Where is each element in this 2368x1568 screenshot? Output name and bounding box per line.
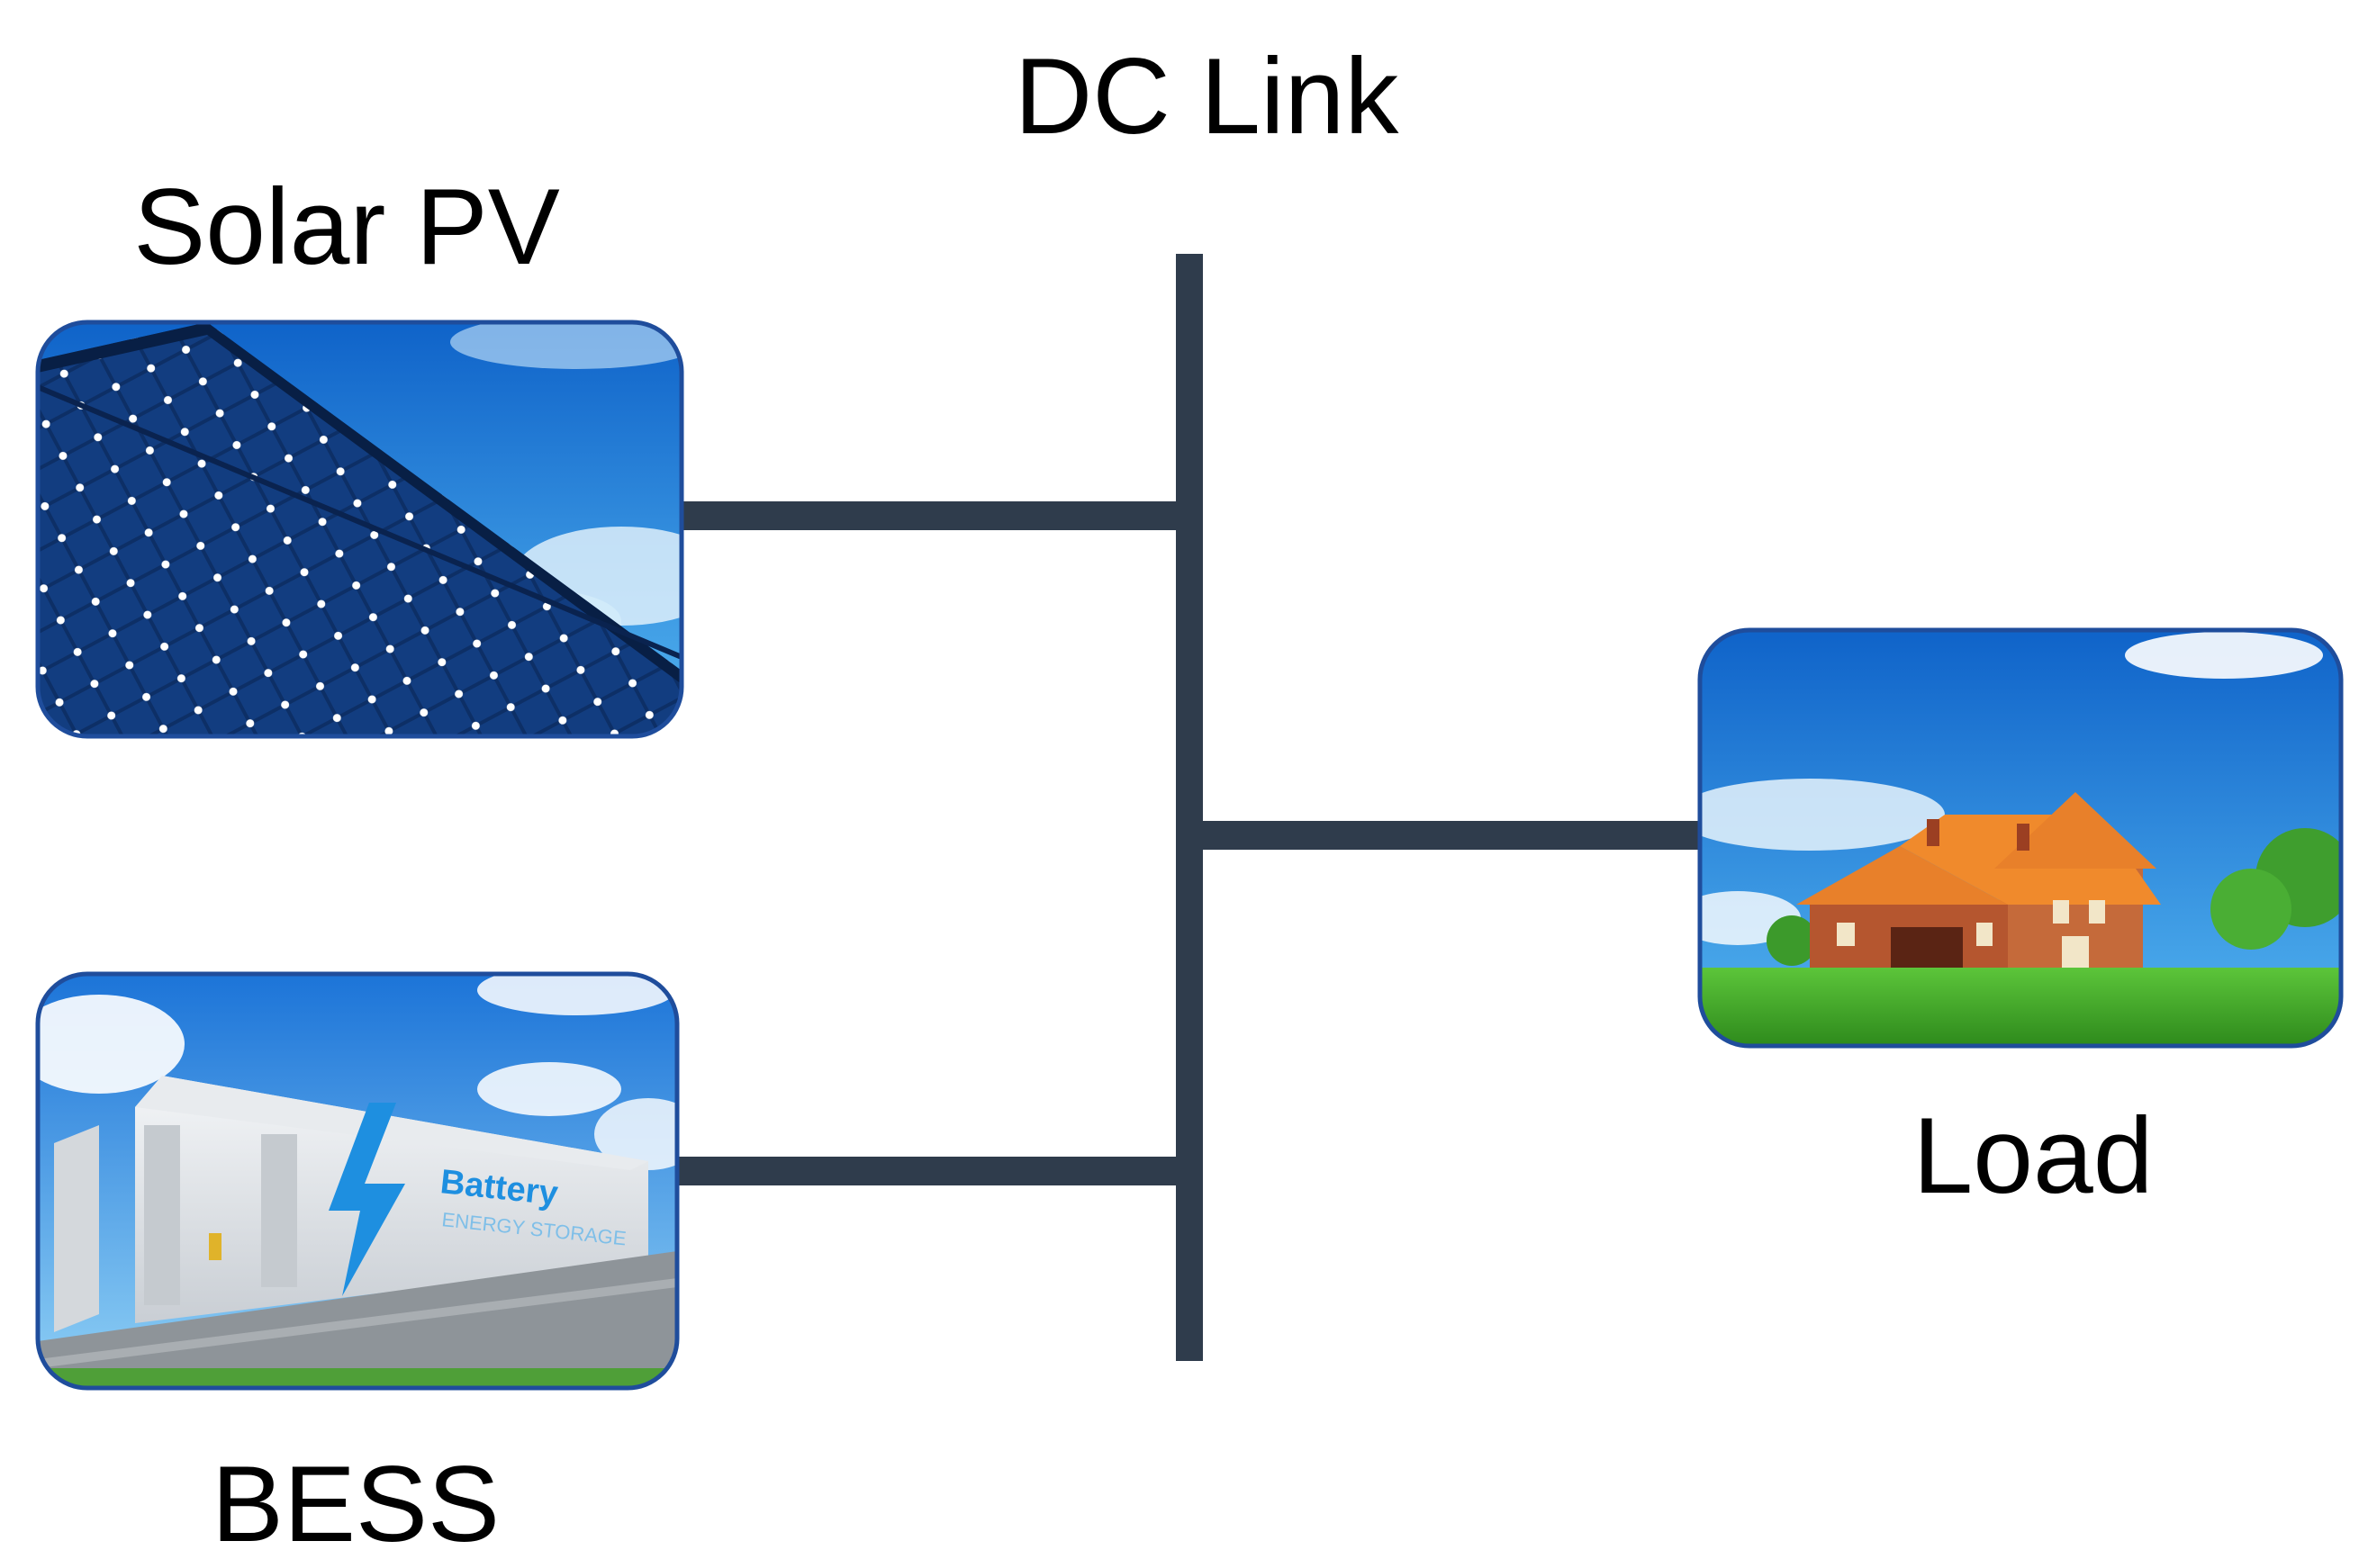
solar-connector (677, 501, 1186, 530)
solar-pv-label: Solar PV (133, 167, 560, 287)
solar-pv-image (35, 320, 684, 739)
dc-link-bus (1176, 254, 1203, 1361)
bess-connector (677, 1157, 1186, 1185)
bess-label: BESS (212, 1444, 500, 1564)
bus-lines (677, 254, 1706, 1361)
dc-link-label: DC Link (1015, 36, 1400, 157)
load-label: Load (1913, 1095, 2154, 1216)
load-house-image (1697, 627, 2344, 1049)
load-connector (1193, 821, 1706, 850)
bess-image: Battery ENERGY STORAGE (35, 971, 680, 1391)
